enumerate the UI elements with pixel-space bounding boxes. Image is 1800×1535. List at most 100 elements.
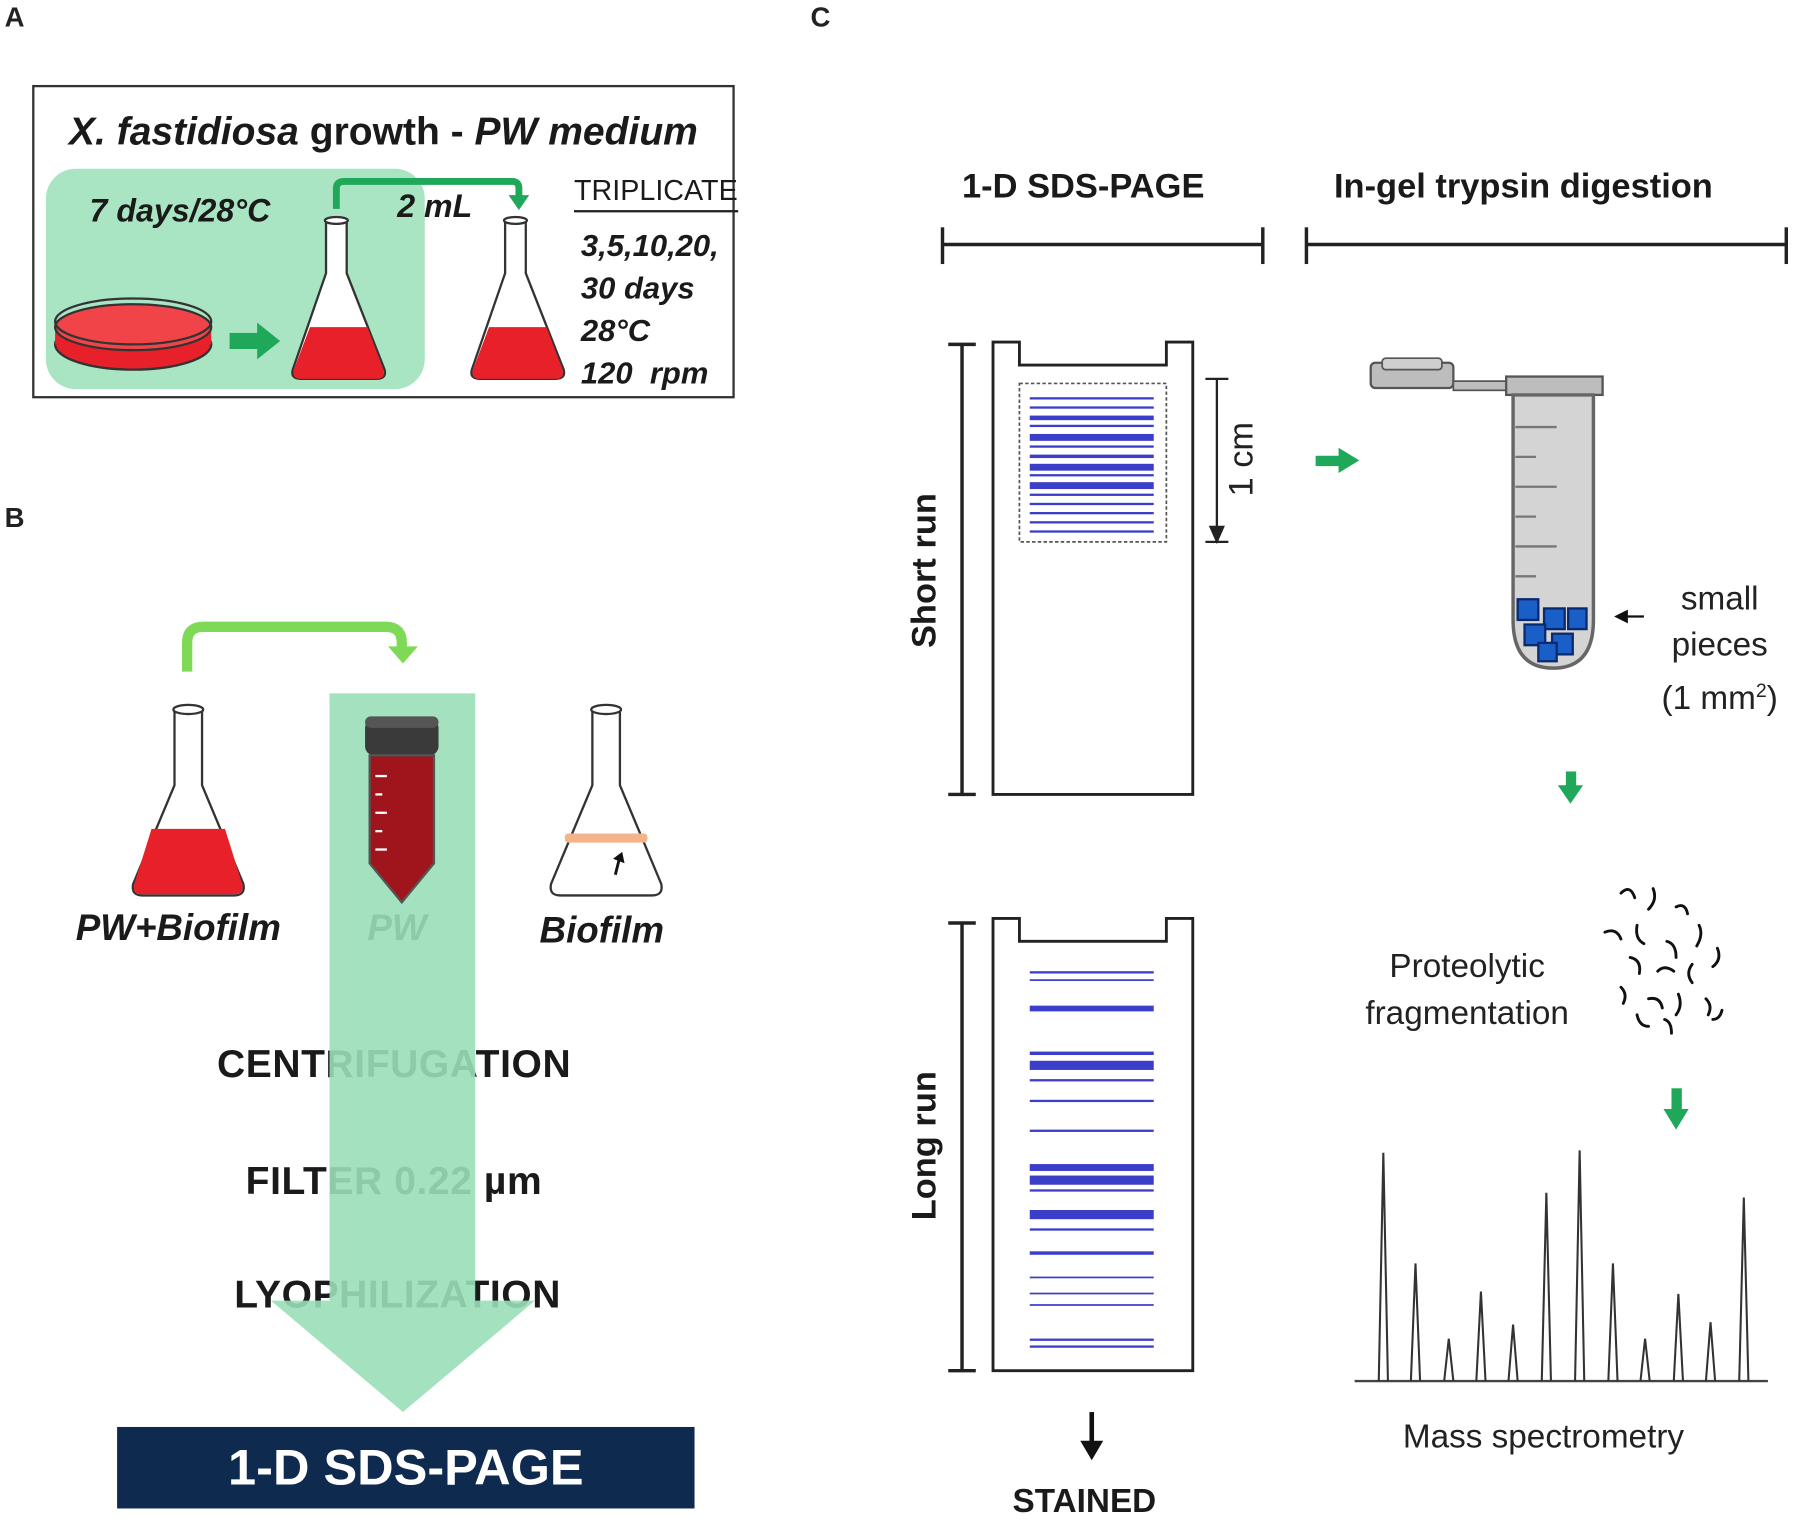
flask-label-biofilm: Biofilm [539,909,665,951]
long-band-3 [1029,1051,1154,1056]
short-band-11 [1029,502,1154,506]
transfer-arrow-icon [229,322,281,360]
incubation-label: 7 days/28°C [89,192,271,229]
medium-name: PW medium [474,110,698,154]
long-band-18 [1029,1345,1154,1348]
conditions-list: 3,5,10,20, 30 days 28°C 120 rpm [581,225,719,395]
species-name: X. fastidiosa [68,110,299,154]
spectrum-peak-11 [1738,1197,1750,1382]
short-band-13 [1029,521,1154,524]
peptide-fragments-icon [1603,887,1724,1035]
short-band-10 [1029,493,1154,496]
long-band-1 [1029,979,1154,981]
header-sds-page: 1-D SDS-PAGE [962,167,1205,206]
short-band-14 [1029,530,1154,533]
pieces-label: small pieces (1 mm2) [1651,576,1789,721]
short-run-bands [1029,397,1154,533]
header-brackets [940,227,1789,265]
spectrum-peak-4 [1507,1324,1519,1382]
long-run-gel [991,916,1195,1373]
pieces-line-3: (1 mm2) [1651,668,1789,722]
long-band-10 [1029,1189,1154,1192]
separation-arrow-icon [181,621,407,672]
fragmentation-label: Proteolytic fragmentation [1341,944,1594,1038]
stained-label: STAINED [1012,1483,1157,1520]
pieces-size: (1 mm [1661,680,1756,718]
panel-label-c: C [810,2,831,34]
spectrum-peak-6 [1574,1150,1586,1382]
pw-tube-icon [365,716,439,905]
long-band-14 [1029,1276,1154,1279]
title-middle: growth - [298,110,475,154]
spectrum-peak-10 [1704,1322,1717,1382]
flask-biofilm-icon [549,703,663,897]
microtube-icon [1369,357,1604,670]
short-band-6 [1029,454,1154,459]
fragmentation-line-1: Proteolytic [1389,948,1545,985]
short-band-7 [1029,463,1154,471]
short-run-gel [991,340,1195,796]
long-band-13 [1029,1251,1154,1255]
spectrum-peak-2 [1443,1338,1455,1382]
spectrum-peak-5 [1540,1192,1552,1382]
short-band-2 [1029,415,1154,421]
condition-days: 3,5,10,20, [580,228,719,263]
excised-region [1018,382,1168,543]
long-band-17 [1029,1338,1154,1341]
triplicate-header: TRIPLICATE [574,174,738,213]
long-band-16 [1029,1304,1154,1306]
short-band-0 [1029,397,1154,400]
flask-icon [291,215,387,380]
flask-pw-biofilm-icon [131,703,245,897]
condition-rpm: 120 rpm [580,355,709,391]
long-run-bands [1029,971,1154,1348]
mass-spec-label: Mass spectrometry [1402,1418,1685,1456]
process-arrow-icon [270,693,535,1413]
sds-page-result-box: 1-D SDS-PAGE [117,1426,695,1509]
run-brackets [948,342,976,1373]
panel-label-b: B [4,502,25,534]
fragmentation-line-2: fragmentation [1365,995,1569,1033]
long-band-9 [1029,1175,1154,1185]
mass-spectrum-plot [1354,1150,1768,1383]
condition-temp: 28°C [580,313,651,348]
short-band-12 [1029,512,1154,515]
spectrum-peak-9 [1672,1293,1684,1382]
spectrum-peak-3 [1475,1291,1487,1382]
panel-a-title: X. fastidiosa growth - PW medium [32,110,735,155]
long-band-11 [1029,1209,1154,1220]
long-band-12 [1029,1228,1154,1231]
long-band-4 [1029,1060,1154,1070]
long-band-5 [1029,1079,1154,1082]
long-band-6 [1029,1099,1154,1103]
pieces-line-2: pieces [1671,626,1768,664]
pieces-close: ) [1766,680,1778,718]
long-band-0 [1029,971,1154,974]
short-band-9 [1029,482,1154,490]
short-band-3 [1029,424,1154,428]
petri-dish-icon [53,297,213,371]
short-band-4 [1029,433,1154,441]
long-band-15 [1029,1292,1154,1295]
pieces-line-1: small [1680,580,1759,618]
long-band-2 [1029,1005,1154,1012]
spectrum-peak-7 [1607,1263,1619,1382]
step-arrows [1315,447,1689,1130]
spectrum-peak-0 [1377,1152,1389,1382]
scale-bar [1205,377,1229,544]
panel-label-a: A [4,2,25,34]
spectrum-peak-1 [1409,1263,1422,1382]
pieces-superscript: 2 [1755,679,1767,702]
condition-days-2: 30 days [580,270,695,306]
long-band-7 [1029,1129,1154,1132]
short-band-8 [1029,474,1154,477]
flask-label-pw-biofilm: PW+Biofilm [75,906,281,949]
long-band-8 [1029,1164,1154,1171]
header-trypsin-digestion: In-gel trypsin digestion [1333,167,1713,206]
short-band-1 [1029,406,1154,409]
spectrum-peaks [1377,1150,1750,1382]
short-band-5 [1029,445,1154,448]
transfer-volume-label: 2 mL [397,188,473,224]
flask-icon-2 [470,215,566,380]
